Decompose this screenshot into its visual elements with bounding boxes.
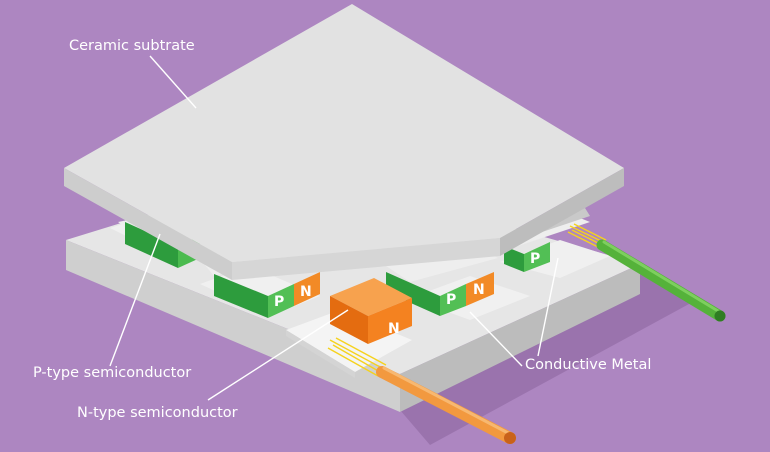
- pellet-side-face: [466, 272, 494, 306]
- label-n-type-semiconductor: N-type semiconductor: [77, 405, 238, 421]
- leader-metal-b: [537, 257, 559, 357]
- n-type-pellet-front: N: [330, 278, 412, 344]
- wire-highlight: [602, 240, 720, 313]
- pellet-front-face: [330, 296, 368, 344]
- pellet-side-face: [368, 298, 412, 344]
- label-conductive-metal: Conductive Metal: [525, 357, 652, 373]
- pellet-side-face: [294, 272, 320, 306]
- top-plate-top-face: [64, 4, 624, 262]
- top-plate-right-face: [500, 168, 624, 256]
- pellet-front-face: [125, 222, 178, 268]
- wire-strands: [327, 337, 387, 377]
- pellet-front-face: [214, 274, 268, 318]
- leader-p-type: [109, 233, 161, 367]
- wire-end: [504, 432, 516, 444]
- pellet-letter-n: N: [473, 282, 485, 298]
- label-p-type-semiconductor: P-type semiconductor: [33, 365, 192, 381]
- p-type-pellet: P: [386, 272, 466, 316]
- bottom-metal-pad-front: [286, 310, 412, 372]
- pellet-letter-p: P: [274, 294, 284, 310]
- wire-insulation: [596, 239, 726, 322]
- leader-metal-a: [469, 311, 523, 367]
- leader-n-type: [207, 309, 349, 401]
- leader-lines: [109, 55, 559, 401]
- p-type-pellet: P: [214, 274, 294, 318]
- positive-wire: [567, 223, 726, 322]
- pellet-side-face: [440, 284, 466, 316]
- bottom-plate-right-face: [400, 264, 640, 412]
- leader-ceramic: [149, 55, 197, 109]
- wire-highlight: [382, 366, 510, 435]
- pellet-front-face: [386, 272, 440, 316]
- bottom-plate-left-face: [66, 240, 400, 412]
- wire-insulation: [376, 366, 516, 444]
- pellet-side-face: [524, 242, 550, 272]
- p-type-pellet: P: [504, 242, 550, 272]
- module-shadow: [400, 270, 700, 445]
- pellet-letter-p: P: [446, 292, 456, 308]
- top-plate-broken-edge: [232, 238, 500, 280]
- bottom-metal-pad-front-edge: [286, 330, 355, 378]
- top-plate-left-face: [64, 168, 232, 280]
- pellet-letter-p: P: [530, 251, 540, 267]
- pellet-side-face: [268, 284, 294, 318]
- pellet-letter-n: N: [300, 284, 312, 300]
- top-ceramic-plate: [64, 4, 624, 280]
- negative-wire: [327, 337, 516, 444]
- pellet-top-face: [330, 278, 412, 316]
- wire-end: [714, 310, 726, 322]
- pellet-letter-n: N: [388, 321, 400, 337]
- label-ceramic-substrate: Ceramic subtrate: [69, 38, 195, 54]
- pellet-front-face: [504, 246, 524, 272]
- n-type-pellet: N: [294, 272, 320, 306]
- wire-strands: [567, 223, 607, 249]
- n-type-pellet: N: [466, 272, 494, 306]
